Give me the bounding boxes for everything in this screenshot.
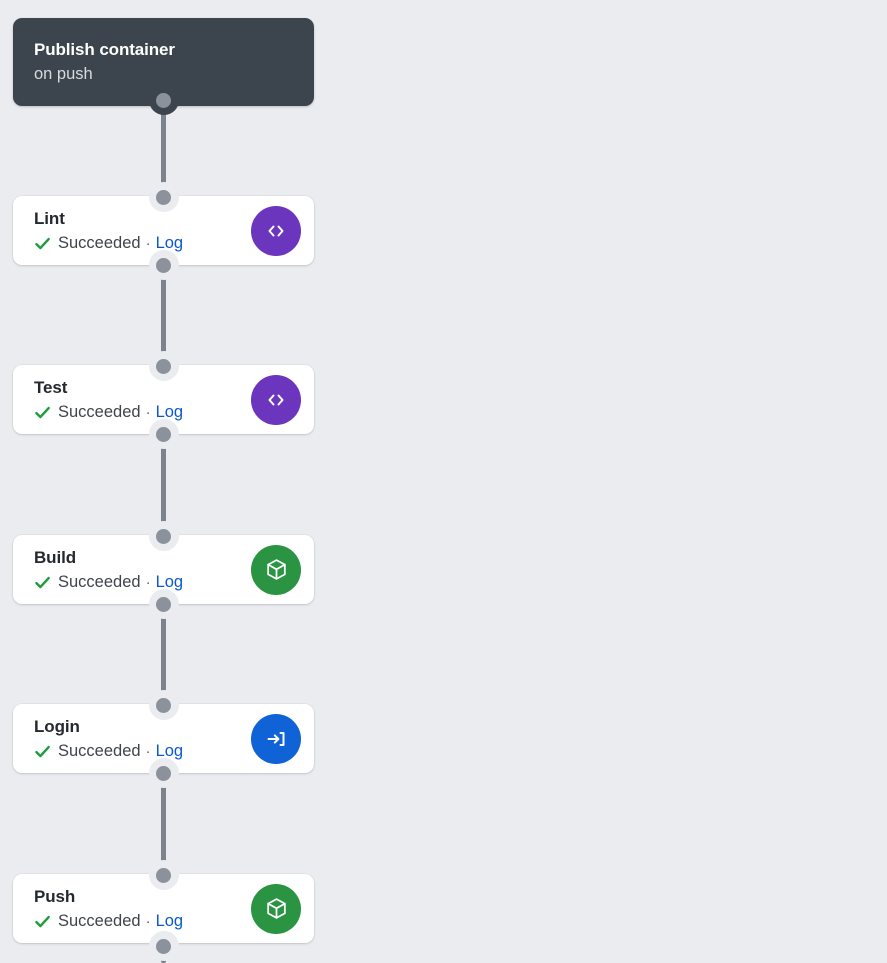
step-title: Test xyxy=(34,377,68,397)
connector-lint-test xyxy=(161,264,166,367)
step-title: Login xyxy=(34,716,80,736)
step-status-text: Succeeded xyxy=(58,572,141,591)
step-title: Lint xyxy=(34,208,65,228)
code-icon xyxy=(251,374,301,425)
trigger-text-block: Publish container on push xyxy=(34,18,293,106)
check-icon xyxy=(34,574,51,591)
trigger-subtitle: on push xyxy=(34,65,93,83)
node-lint-input[interactable] xyxy=(148,182,179,212)
node-build-input[interactable] xyxy=(148,521,179,551)
step-log-link[interactable]: Log xyxy=(155,911,184,930)
node-login-input[interactable] xyxy=(148,690,179,720)
step-status: Succeeded · Log xyxy=(34,911,240,932)
package-icon xyxy=(251,544,301,595)
step-text-block: Test Succeeded · Log xyxy=(34,365,240,434)
node-lint-output[interactable] xyxy=(148,250,179,280)
node-push-output[interactable] xyxy=(148,931,179,961)
node-trigger-output[interactable] xyxy=(148,85,179,115)
step-status: Succeeded · Log xyxy=(34,572,240,593)
step-status: Succeeded · Log xyxy=(34,741,240,762)
status-separator: · xyxy=(145,912,151,930)
connector-test-build xyxy=(161,434,166,537)
status-separator: · xyxy=(145,234,151,252)
status-separator: · xyxy=(145,403,151,421)
check-icon xyxy=(34,404,51,421)
node-test-input[interactable] xyxy=(148,351,179,381)
step-log-link[interactable]: Log xyxy=(155,572,184,591)
step-status-text: Succeeded xyxy=(58,741,141,760)
trigger-title: Publish container xyxy=(34,40,175,59)
status-separator: · xyxy=(145,742,151,760)
step-status: Succeeded · Log xyxy=(34,402,240,423)
connector-trigger-lint xyxy=(161,100,166,198)
check-icon xyxy=(34,235,51,252)
step-text-block: Lint Succeeded · Log xyxy=(34,196,240,265)
step-log-link[interactable]: Log xyxy=(155,402,184,421)
node-test-output[interactable] xyxy=(148,419,179,449)
step-text-block: Push Succeeded · Log xyxy=(34,874,240,943)
step-status-text: Succeeded xyxy=(58,233,141,252)
step-log-link[interactable]: Log xyxy=(155,741,184,760)
step-title: Push xyxy=(34,886,76,906)
connector-build-login xyxy=(161,603,166,706)
connector-login-push xyxy=(161,773,166,876)
step-text-block: Login Succeeded · Log xyxy=(34,704,240,773)
step-status-text: Succeeded xyxy=(58,402,141,421)
check-icon xyxy=(34,743,51,760)
package-icon xyxy=(251,883,301,934)
step-title: Build xyxy=(34,547,76,567)
node-build-output[interactable] xyxy=(148,589,179,619)
node-login-output[interactable] xyxy=(148,758,179,788)
step-text-block: Build Succeeded · Log xyxy=(34,535,240,604)
step-status: Succeeded · Log xyxy=(34,233,240,254)
step-status-text: Succeeded xyxy=(58,911,141,930)
code-icon xyxy=(251,205,301,256)
sign-in-icon xyxy=(251,713,301,764)
step-log-link[interactable]: Log xyxy=(155,233,184,252)
status-separator: · xyxy=(145,573,151,591)
check-icon xyxy=(34,913,51,930)
node-push-input[interactable] xyxy=(148,860,179,890)
